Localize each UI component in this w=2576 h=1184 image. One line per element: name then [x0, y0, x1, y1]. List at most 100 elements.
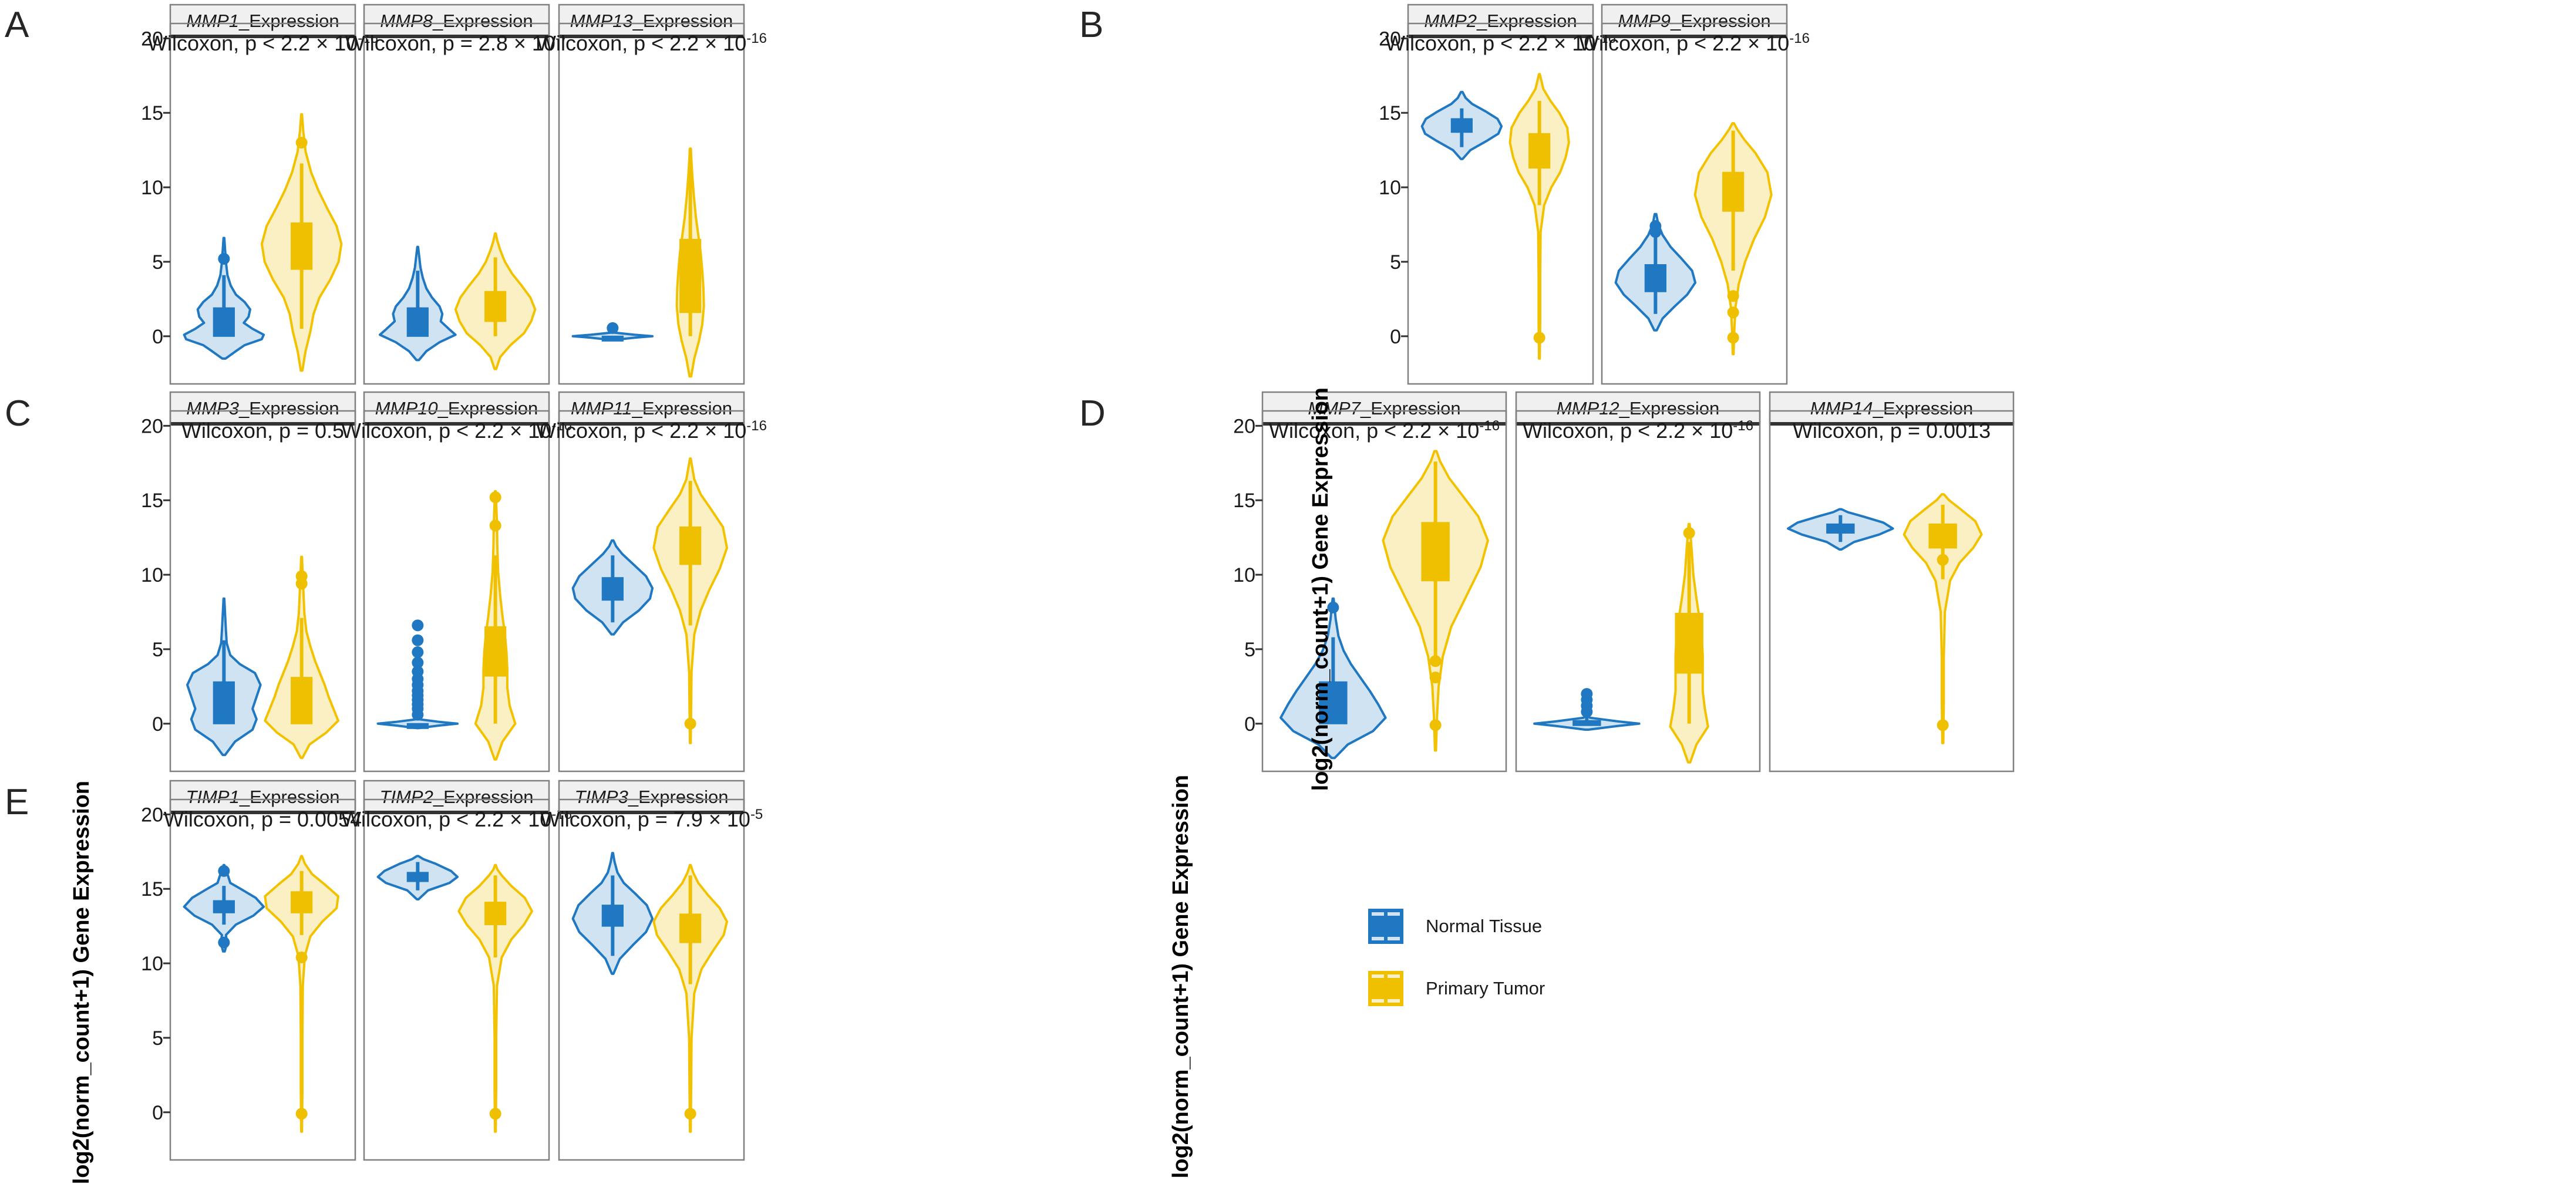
y-tick-label: 5 [152, 639, 163, 661]
y-tick-label: 10 [1233, 564, 1255, 586]
boxplot-box [291, 891, 313, 913]
y-tick-label: 20 [1233, 415, 1255, 437]
legend-label: Normal Tissue [1426, 916, 1543, 936]
violin-shape [652, 863, 728, 1133]
outlier-point [295, 578, 308, 590]
y-tick-label: 5 [152, 251, 163, 274]
outlier-point [1581, 694, 1593, 706]
boxplot-box [679, 913, 702, 943]
pvalue-annotation: Wilcoxon, p = 2.8 × 10-7 [345, 31, 568, 55]
violin-shape [264, 555, 339, 760]
outlier-point [1727, 306, 1739, 319]
violin-shape [183, 863, 265, 953]
outlier-point [1937, 719, 1949, 731]
pvalue-annotation: Wilcoxon, p = 7.9 × 10-5 [540, 807, 763, 831]
facet-strip-label: TIMP1_Expression [186, 787, 340, 807]
violin-shape [652, 457, 728, 744]
facet-strip-label: MMP12_Expression [1557, 398, 1719, 419]
violin-shape [1669, 522, 1709, 764]
outlier-point [1937, 554, 1949, 566]
violin-shape [183, 237, 265, 360]
violin-shape [571, 539, 654, 636]
violin-shape [1787, 508, 1894, 551]
violin-shape [186, 597, 262, 757]
boxplot-box [406, 723, 429, 729]
boxplot-box [406, 872, 429, 882]
boxplot-box [1722, 171, 1745, 212]
y-tick-label: 15 [141, 878, 163, 900]
outlier-point [1581, 706, 1593, 718]
outlier-point [1649, 226, 1662, 238]
pvalue-annotation: Wilcoxon, p = 0.0013 [1793, 419, 1991, 443]
facet-strip-label: TIMP3_Expression [575, 787, 729, 807]
outlier-point [1683, 527, 1695, 539]
pvalue-annotation: Wilcoxon, p = 0.5 [181, 419, 344, 443]
panel-letter-c: C [5, 393, 31, 434]
pvalue-annotation: Wilcoxon, p = 0.0054 [164, 807, 362, 831]
outlier-point [412, 698, 424, 710]
y-tick-label: 10 [1379, 177, 1401, 199]
outlier-point [295, 136, 308, 149]
boxplot-box [1675, 613, 1703, 674]
outlier-point [1429, 655, 1442, 667]
outlier-point [684, 717, 696, 730]
outlier-point [489, 491, 501, 504]
y-tick-label: 5 [1390, 251, 1401, 274]
outlier-point [1429, 719, 1442, 731]
outlier-point [489, 520, 501, 532]
facet-strip-label: TIMP2_Expression [380, 787, 534, 807]
violin-shape [457, 863, 533, 1133]
legend-item-tumor[interactable]: Primary Tumor [1368, 971, 1545, 1006]
boxplot-box [213, 681, 235, 724]
boxplot-box [1644, 264, 1666, 292]
y-axis-title-panel-d: log2(norm_count+1) Gene Expression [1169, 775, 1193, 1179]
y-tick-label: 15 [1233, 490, 1255, 512]
violin-shape [454, 232, 537, 370]
outlier-point [1727, 332, 1739, 344]
outlier-point [412, 694, 424, 706]
boxplot-box [601, 905, 624, 927]
boxplot-box [1826, 523, 1855, 534]
y-tick-label: 10 [141, 564, 163, 586]
y-tick-label: 10 [141, 177, 163, 199]
boxplot-box [679, 238, 702, 313]
legend-item-normal[interactable]: Normal Tissue [1368, 909, 1545, 944]
panel-letter-a: A [5, 5, 29, 45]
boxplot-box [291, 222, 313, 270]
pvalue-annotation: Wilcoxon, p < 2.2 × 10-16 [147, 31, 378, 55]
facet-strip-label: MMP2_Expression [1424, 11, 1577, 31]
pvalue-annotation: Wilcoxon, p < 2.2 × 10-16 [1269, 418, 1500, 443]
outlier-point [412, 634, 424, 646]
violin-shape [1508, 73, 1570, 360]
boxplot-box [213, 307, 235, 337]
boxplot-box [484, 626, 507, 677]
violin-shape [1693, 122, 1773, 356]
y-axis-title-panel-b: log2(norm_count+1) Gene Expression [1308, 387, 1333, 791]
legend-key-tumor [1368, 971, 1403, 1006]
y-tick-label: 20 [141, 28, 163, 50]
pvalue-annotation: Wilcoxon, p < 2.2 × 10-16 [536, 31, 767, 55]
outlier-point [218, 252, 230, 265]
y-tick-label: 15 [141, 490, 163, 512]
outlier-point [412, 689, 424, 701]
y-tick-label: 0 [152, 326, 163, 348]
boxplot-box [406, 307, 429, 337]
panel-letter-b: B [1079, 5, 1104, 45]
pvalue-annotation: Wilcoxon, p < 2.2 × 10-16 [536, 418, 767, 443]
boxplot-box [1572, 720, 1601, 726]
y-tick-label: 5 [1244, 639, 1255, 661]
pvalue-annotation: Wilcoxon, p < 2.2 × 10-16 [1385, 31, 1616, 55]
outlier-point [1533, 332, 1545, 344]
boxplot-box [1528, 133, 1551, 169]
outlier-point [412, 709, 424, 721]
facet-strip-label: MMP14_Expression [1810, 398, 1973, 419]
boxplot-box [1421, 522, 1450, 582]
outlier-point [1581, 688, 1593, 700]
facet-strip-label: MMP9_Expression [1618, 11, 1770, 31]
outlier-point [412, 656, 424, 669]
facet-strip-label: MMP1_Expression [186, 11, 339, 31]
outlier-point [412, 684, 424, 697]
pvalue-annotation: Wilcoxon, p < 2.2 × 10-16 [1579, 31, 1810, 55]
